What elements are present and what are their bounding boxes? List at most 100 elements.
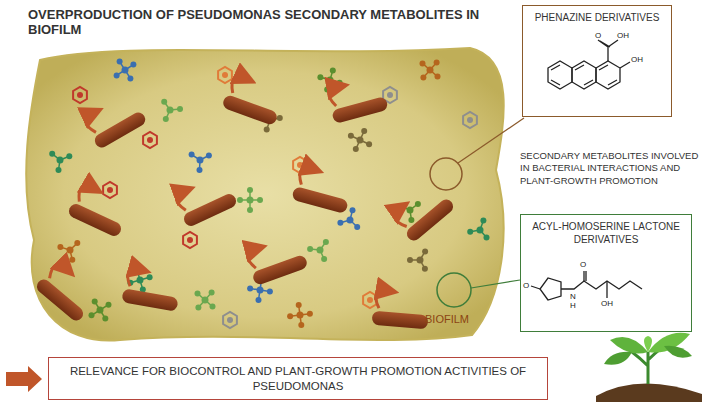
dot [298, 322, 304, 328]
dot [49, 151, 55, 157]
box-text: ACYL-HOMOSERINE LACTONE DERIVATIVES [529, 221, 683, 246]
conclusion-box: RELEVANCE FOR BIOCONTROL AND PLANT-GROWT… [48, 357, 548, 400]
dot [197, 167, 203, 173]
rod [371, 311, 428, 330]
metabolite-icon [307, 239, 329, 262]
curved-arrow [246, 248, 266, 270]
rod [221, 94, 278, 126]
atom-label: O [523, 281, 533, 291]
metabolite-icon [189, 152, 212, 173]
bacterium [291, 166, 354, 214]
curved-arrow [327, 86, 345, 107]
ring-icon [463, 112, 477, 128]
dot [317, 247, 324, 254]
rod [34, 277, 86, 324]
bacterium [173, 173, 239, 229]
dot [77, 92, 83, 98]
dot [206, 153, 212, 159]
dot [297, 162, 303, 168]
dot [348, 133, 354, 139]
dot [257, 197, 263, 203]
atom-label: N [570, 292, 580, 302]
dot [106, 302, 112, 308]
dot [307, 246, 313, 252]
dot [114, 72, 120, 78]
dot [296, 302, 302, 308]
dot [195, 290, 201, 296]
biofilm-blob [26, 48, 504, 341]
metabolite-icon [73, 87, 87, 103]
dot [107, 187, 113, 193]
dot [227, 317, 233, 323]
rod [331, 96, 389, 124]
dot [484, 235, 490, 241]
rod [291, 186, 349, 214]
dot [417, 257, 424, 264]
metabolite-icon [420, 60, 441, 81]
metabolite-icon [103, 182, 117, 198]
curved-arrow [229, 75, 249, 97]
curved-arrow [83, 112, 104, 135]
dot [57, 157, 64, 164]
atom-label: OH [617, 31, 633, 41]
dot [267, 289, 273, 295]
rod [182, 192, 239, 228]
metabolite-icon [287, 302, 313, 328]
dot [427, 67, 434, 74]
dot [387, 92, 393, 98]
dot [321, 256, 327, 262]
bacterium [82, 92, 148, 150]
dot [177, 106, 183, 112]
metabolite-icon [218, 67, 232, 83]
curved-arrow [297, 166, 315, 187]
annotation: SECONDARY METABOLITES INVOLVED IN BACTER… [520, 150, 706, 187]
dot [434, 60, 440, 66]
metabolite-icon [398, 201, 421, 223]
curved-arrow [126, 268, 143, 288]
ring-icon [73, 87, 87, 103]
dot [127, 75, 133, 81]
bacterium [326, 76, 389, 124]
dot [317, 74, 323, 80]
dot [467, 229, 473, 235]
dot [161, 99, 167, 105]
atom-label: O [592, 31, 604, 41]
bacteria [34, 74, 456, 329]
callout-box: ACYL-HOMOSERINE LACTONE DERIVATIVES [520, 214, 692, 332]
dot [247, 286, 253, 292]
callout-box: PHENAZINE DERIVATIVES [522, 5, 672, 117]
dot [330, 67, 336, 73]
box-text: RELEVANCE FOR BIOCONTROL AND PLANT-GROWT… [57, 364, 539, 393]
dot [422, 266, 428, 272]
metabolite-icon [183, 232, 197, 248]
ring-icon [183, 232, 197, 248]
metabolite-icon [237, 187, 263, 213]
dot [102, 316, 108, 322]
dot [67, 247, 74, 254]
ring-icon [223, 312, 237, 328]
metabolite-icon [467, 218, 489, 241]
dot [350, 207, 356, 213]
dot [420, 75, 426, 81]
dot [277, 115, 283, 121]
dot [66, 153, 72, 159]
phenazine-structure [548, 40, 630, 89]
bacterium [121, 267, 182, 311]
dot [287, 313, 293, 319]
atom-label: H [570, 301, 580, 311]
metabolite-icon [143, 132, 157, 148]
dot [195, 305, 201, 311]
atom-label: OH [601, 299, 617, 309]
dot [97, 307, 104, 314]
dot [56, 167, 62, 173]
bacterium [221, 74, 286, 126]
metabolite-icon [407, 248, 428, 271]
dot [415, 201, 421, 207]
dot [256, 297, 262, 303]
dot [257, 287, 264, 294]
ring-icon [218, 67, 232, 83]
dot [307, 311, 313, 317]
atom-label: OH [631, 55, 647, 65]
leader-line [471, 280, 520, 288]
